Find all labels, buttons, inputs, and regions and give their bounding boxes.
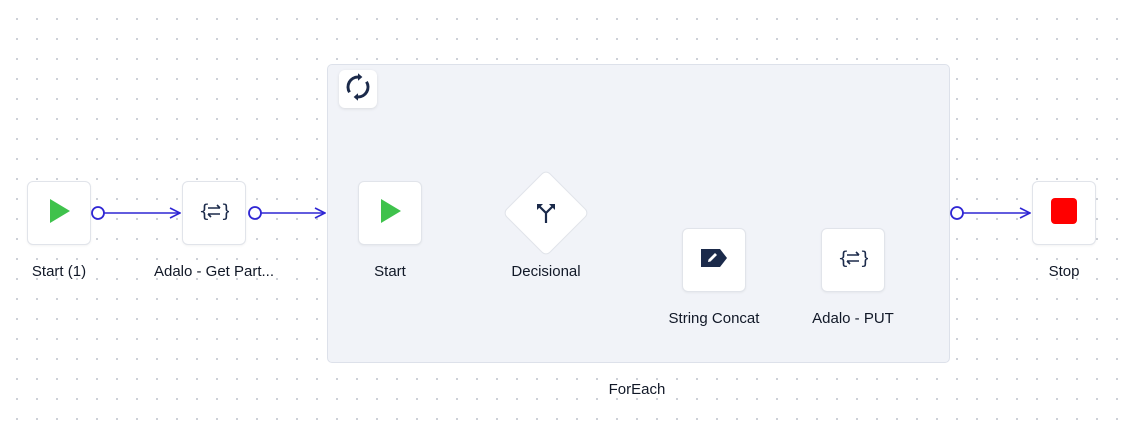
loop-icon	[343, 72, 373, 107]
node-start-1[interactable]	[27, 181, 91, 245]
node-start-inner[interactable]	[358, 181, 422, 245]
node-label: Decisional	[511, 263, 581, 280]
node-label: Adalo - Get Part...	[153, 263, 275, 280]
node-label: Stop	[1048, 263, 1080, 280]
foreach-group-label: ForEach	[608, 381, 666, 398]
output-port	[950, 206, 964, 220]
stop-icon	[1051, 197, 1077, 229]
svg-text:{: {	[838, 248, 849, 269]
node-label: Start	[374, 263, 406, 280]
play-icon	[46, 198, 72, 229]
transform-icon: { }	[199, 200, 232, 227]
foreach-group[interactable]	[327, 64, 950, 363]
node-string-concat[interactable]	[682, 228, 746, 292]
node-label: String Concat	[668, 310, 760, 327]
node-label: Start (1)	[31, 263, 87, 280]
node-adalo-put[interactable]: { }	[821, 228, 885, 292]
foreach-badge[interactable]	[339, 70, 377, 108]
output-port	[248, 206, 262, 220]
node-label: Adalo - PUT	[812, 310, 894, 327]
svg-text:}: }	[221, 201, 229, 222]
svg-text:{: {	[199, 201, 210, 222]
node-adalo-get[interactable]: { }	[182, 181, 246, 245]
branch-icon	[524, 191, 568, 235]
transform-icon: { }	[838, 247, 871, 274]
node-stop[interactable]	[1032, 181, 1096, 245]
edit-tag-icon	[699, 247, 729, 274]
svg-text:}: }	[860, 248, 868, 269]
play-icon	[377, 198, 403, 229]
output-port	[91, 206, 105, 220]
